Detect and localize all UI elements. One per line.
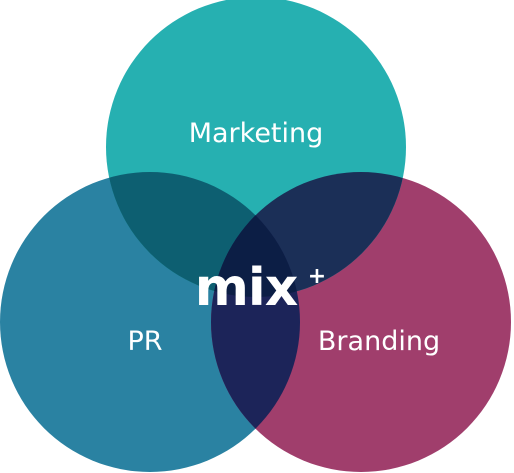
branding-label: Branding [318, 326, 440, 357]
mix-logo-text: mix [195, 258, 298, 318]
pr-label: PR [127, 326, 162, 357]
marketing-label: Marketing [189, 118, 324, 149]
mix-logo-plus: + [308, 264, 326, 289]
overlap-marketing-pr [106, 172, 300, 297]
overlap-marketing-branding [211, 172, 406, 297]
